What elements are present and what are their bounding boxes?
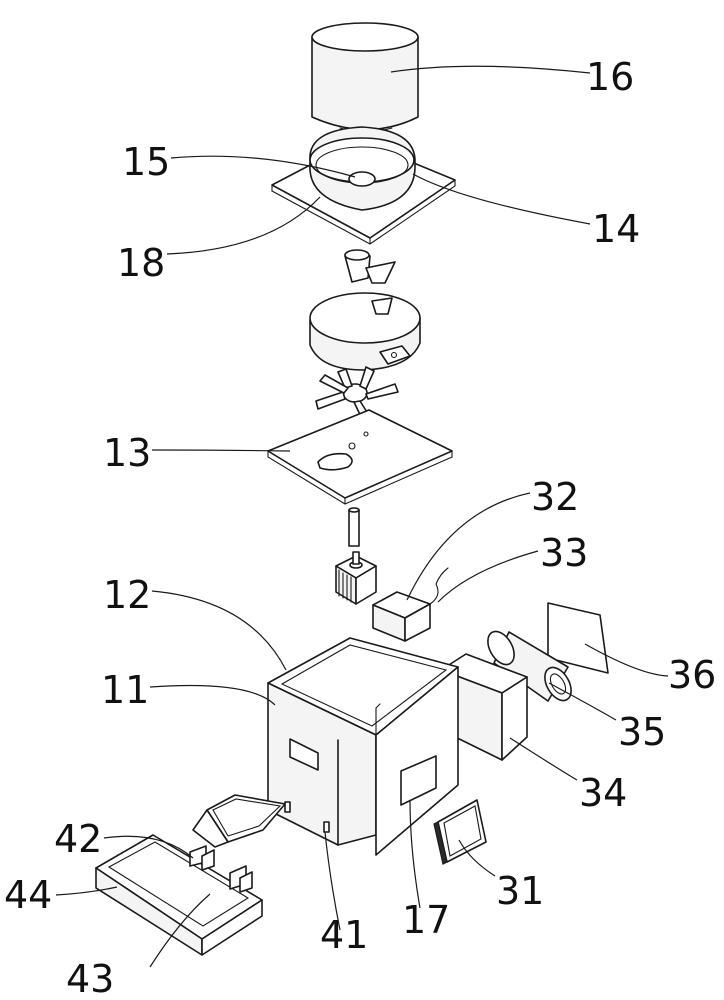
part-36-panel (547, 602, 609, 674)
part-42-latch-tabs (189, 845, 253, 893)
label-11: 11 (101, 668, 149, 712)
stepper-motor (335, 551, 377, 605)
part-18-ring-wall (309, 126, 416, 211)
label-44: 44 (4, 873, 52, 917)
label-17: 17 (402, 898, 450, 942)
part-31-display-panel (433, 799, 487, 865)
dispensing-housing (309, 292, 421, 371)
drive-shaft (348, 507, 360, 547)
funnel-spout (344, 249, 396, 284)
label-33: 33 (540, 531, 588, 575)
label-13: 13 (103, 431, 151, 475)
label-32: 32 (531, 475, 579, 519)
part-16-cylinder-bin (311, 22, 419, 136)
part-15-outlet-hole (348, 171, 376, 187)
part-43-collection-drawer (95, 834, 263, 956)
label-36: 36 (668, 653, 716, 697)
label-31: 31 (496, 869, 544, 913)
label-18: 18 (117, 241, 165, 285)
part-11-main-housing (267, 637, 459, 856)
label-16: 16 (586, 55, 634, 99)
label-41: 41 (320, 913, 368, 957)
label-12: 12 (103, 573, 151, 617)
leader-lines (55, 65, 669, 968)
part-13-base-plate (267, 409, 453, 505)
scoop-tray (192, 794, 286, 848)
label-35: 35 (618, 710, 666, 754)
impeller-wheel (315, 366, 399, 424)
label-34: 34 (579, 771, 627, 815)
part-33-cable (429, 567, 449, 605)
label-43: 43 (66, 957, 114, 1000)
label-14: 14 (592, 207, 640, 251)
part-32-control-box (372, 591, 431, 642)
label-15: 15 (122, 140, 170, 184)
label-42: 42 (54, 817, 102, 861)
